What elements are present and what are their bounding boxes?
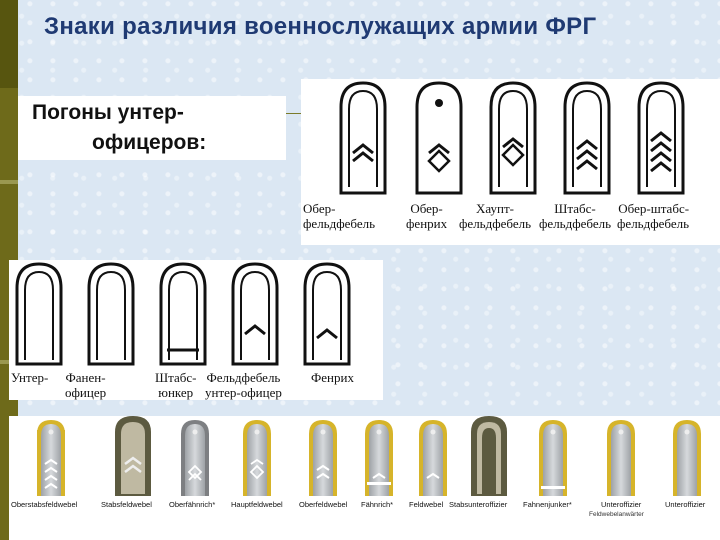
photo-strap-faehnrich [365,420,393,496]
label-stabsfeldwebel: Штабс-фельдфебель [539,201,612,231]
label-oberfeldwebel: Обер-фельдфебель [303,201,376,231]
strap-fahnenjunker [87,262,135,366]
photo-label-9: Fahnenjunker* [523,500,572,509]
photo-label-10: Unteroffizier [601,500,642,509]
strap-feldwebel [231,262,279,366]
panel-senior-nco-straps: Обер-фельдфебель Обер-фенрих Хаупт-фельд… [301,79,720,245]
photo-label-2: Stabsfeldwebel [101,500,152,509]
label-hauptfeldwebel: Хаупт-фельдфебель [459,201,532,231]
photo-strap-oberstabsfeldwebel [37,420,65,496]
photo-strap-hauptfeldwebel [243,420,271,496]
junior-straps-drawing [15,262,351,366]
panel-colored-straps: Oberstabsfeldwebel Stabsfeldwebel Oberfä… [9,416,720,540]
photo-strap-feldwebel [419,420,447,496]
senior-straps-drawing [339,81,685,195]
photo-label-11: Unteroffizier [665,500,706,509]
strap-faehnrich [303,262,351,366]
photo-label-5: Oberfeldwebel [299,500,348,509]
photo-strap-fahnenjunker [539,420,567,496]
photo-label-7: Feldwebel [409,500,444,509]
photo-strap-unteroffizier [607,420,635,496]
photo-label-3: Oberfähnrich* [169,500,216,509]
photo-strap-stabsfeldwebel [115,416,151,496]
strap-hauptfeldwebel [489,81,537,195]
slide-title: Знаки различия военнослужащих армии ФРГ [44,13,597,40]
strap-stabsfeldwebel [563,81,611,195]
label-stabsjunker: Штабс-юнкер [155,370,197,400]
photo-label-6: Fähnrich* [361,500,394,509]
photo-strap-oberfeldwebel [309,420,337,496]
photo-strap-unteroffizier-2 [673,420,701,496]
photo-strap-oberfaehnrich [181,420,209,496]
strap-unteroffizier [15,262,63,366]
strap-stabsunteroffizier [159,262,207,366]
slide-subtitle: Погоны унтер- офицеров: [32,98,272,158]
label-oberfaehnrich: Обер-фенрих [406,201,448,231]
photo-label-8: Stabsunteroffizier [449,500,508,509]
photo-label-4: Hauptfeldwebel [231,500,283,509]
colored-straps-drawing [37,416,701,496]
label-unteroffizier: Унтер- [11,370,49,385]
photo-strap-stabsunteroffizier [471,416,507,496]
label-fahnenjunker: Фанен-офицер [65,370,107,400]
connector-line [286,113,306,114]
label-oberstabsfeldwebel: Обер-штабс-фельдфебель [617,201,690,231]
photo-label-extra: Feldwebelanwärter [589,511,644,518]
subtitle-line-1: Погоны унтер- [32,101,184,124]
subtitle-box [18,96,286,160]
strap-oberfeldwebel [339,81,387,195]
strap-oberfaehnrich [415,81,463,195]
panel-junior-nco-straps: Унтер- Фанен-офицер Штабс-юнкер Фельдфеб… [9,260,383,400]
strap-oberstabsfeldwebel [637,81,685,195]
label-faehnrich: Фенрих [311,370,354,385]
subtitle-line-2: офицеров: [92,131,207,154]
photo-label-1: Oberstabsfeldwebel [11,500,78,509]
